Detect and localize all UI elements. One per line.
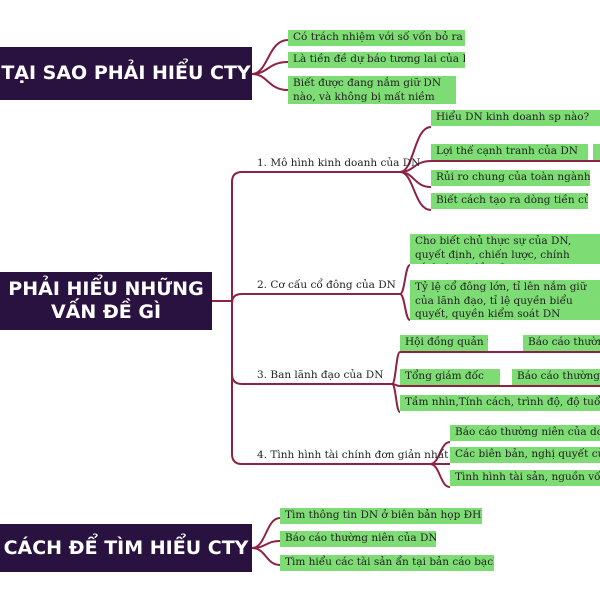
- topic-label-1: 1. Mô hình kinh doanh của DN: [257, 157, 421, 169]
- topic3-subitem-1: Báo cáo thường n: [523, 335, 600, 351]
- why-item-1: Có trách nhiệm với số vốn bỏ ra đầu tư: [288, 30, 465, 46]
- why-item-2: Là tiền đề dự báo tương lai của DN: [288, 52, 465, 68]
- topic2-item-2: Tỷ lệ cổ đông lớn, tỉ lên nắm giữ của lã…: [410, 280, 600, 320]
- how-link-2: [251, 540, 281, 549]
- main-node-what-line1: PHẢI HIỂU NHỮNG: [8, 278, 204, 301]
- topic-link-2: [212, 293, 400, 304]
- topic3-item-3: Tầm nhìn,Tính cách, trình độ, độ tuổi củ…: [400, 395, 600, 411]
- how-item-3: Tìm hiểu các tài sản ẩn tại bản cáo bạch…: [280, 555, 494, 571]
- topic2-child-link-2: [399, 293, 411, 321]
- main-node-how-text: CÁCH ĐỂ TÌM HIỂU CTY: [3, 536, 249, 559]
- main-node-what: PHẢI HIỂU NHỮNG VẤN ĐỀ GÌ: [0, 272, 212, 330]
- main-node-why-text: TẠI SAO PHẢI HIỂU CTY: [1, 62, 251, 85]
- why-link-1: [251, 39, 289, 75]
- main-node-what-line2: VẤN ĐỀ GÌ: [50, 301, 162, 323]
- topic-label-4: 4. Tình hình tài chính đơn giản nhất: [257, 449, 449, 461]
- topic1-item-2: Lợi thế cạnh tranh của DN: [431, 144, 588, 160]
- topic-link-4: [212, 300, 430, 465]
- topic1-item-1: Hiểu DN kinh doanh sp nào?: [431, 110, 600, 126]
- topic2-item-1: Cho biết chủ thực sự của DN, quyết định,…: [410, 234, 600, 264]
- topic3-item-1: Hội đồng quản trị: [400, 335, 488, 351]
- topic3-child-link-1: [391, 351, 401, 385]
- topic3-subitem-2: Báo cáo thường niê: [512, 369, 600, 385]
- topic2-child-link-1: [399, 264, 411, 295]
- how-item-1: Tìm thông tin DN ở biên bản họp ĐHCĐ: [280, 508, 482, 524]
- topic1-item-4: Biết cách tạo ra dòng tiền của DN: [431, 193, 588, 209]
- topic3-item-2: Tổng giám đốc: [400, 369, 500, 385]
- how-link-3: [251, 547, 281, 566]
- topic4-item-3: Tình hình tài sản, nguồn vốn, doa: [450, 470, 600, 486]
- topic1-overflow-box: [593, 144, 600, 160]
- topic-label-3: 3. Ban lãnh đạo của DN: [257, 369, 384, 381]
- topic-label-2: 2. Cơ cấu cổ đông của DN: [257, 279, 396, 291]
- why-link-3: [251, 73, 289, 91]
- how-item-2: Báo cáo thường niên của DN: [280, 531, 436, 547]
- main-node-how: CÁCH ĐỂ TÌM HIỂU CTY: [0, 524, 252, 572]
- why-item-3: Biết được đang nắm giữ DN nào, và không …: [288, 76, 456, 104]
- main-node-why: TẠI SAO PHẢI HIỂU CTY: [0, 47, 252, 100]
- topic4-child-link-3: [429, 463, 451, 488]
- topic3-child-link-3: [391, 383, 401, 413]
- topic1-item-3: Rủi ro chung của toàn ngành: [431, 170, 590, 186]
- topic4-item-2: Các biên bản, nghị quyết của đại h: [450, 447, 600, 463]
- topic1-child-link-4: [399, 171, 432, 211]
- topic-link-1: [212, 171, 400, 302]
- topic4-item-1: Báo cáo thường niên của doanh n: [450, 425, 600, 441]
